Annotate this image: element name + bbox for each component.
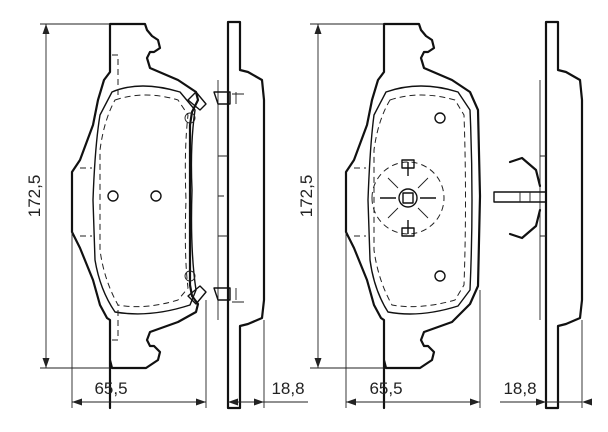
right-height-dimension: 172,5 xyxy=(297,23,384,369)
right-thickness-label: 18,8 xyxy=(503,379,536,398)
right-height-label: 172,5 xyxy=(297,175,316,218)
right-width-label: 65,5 xyxy=(369,379,402,398)
right-thickness-dimension: 18,8 xyxy=(500,320,592,408)
left-pad-front-view xyxy=(70,22,207,410)
left-width-dimension: 65,5 xyxy=(71,232,207,408)
left-height-label: 172,5 xyxy=(25,175,44,218)
right-pad-front-view xyxy=(344,22,482,410)
left-height-dimension: 172,5 xyxy=(25,23,110,369)
left-thickness-label: 18,8 xyxy=(271,379,304,398)
left-thickness-dimension: 18,8 xyxy=(228,320,308,408)
right-width-dimension: 65,5 xyxy=(345,232,481,408)
left-pad-side-view xyxy=(213,20,266,410)
right-pad-side-view xyxy=(493,20,584,410)
left-width-label: 65,5 xyxy=(94,379,127,398)
